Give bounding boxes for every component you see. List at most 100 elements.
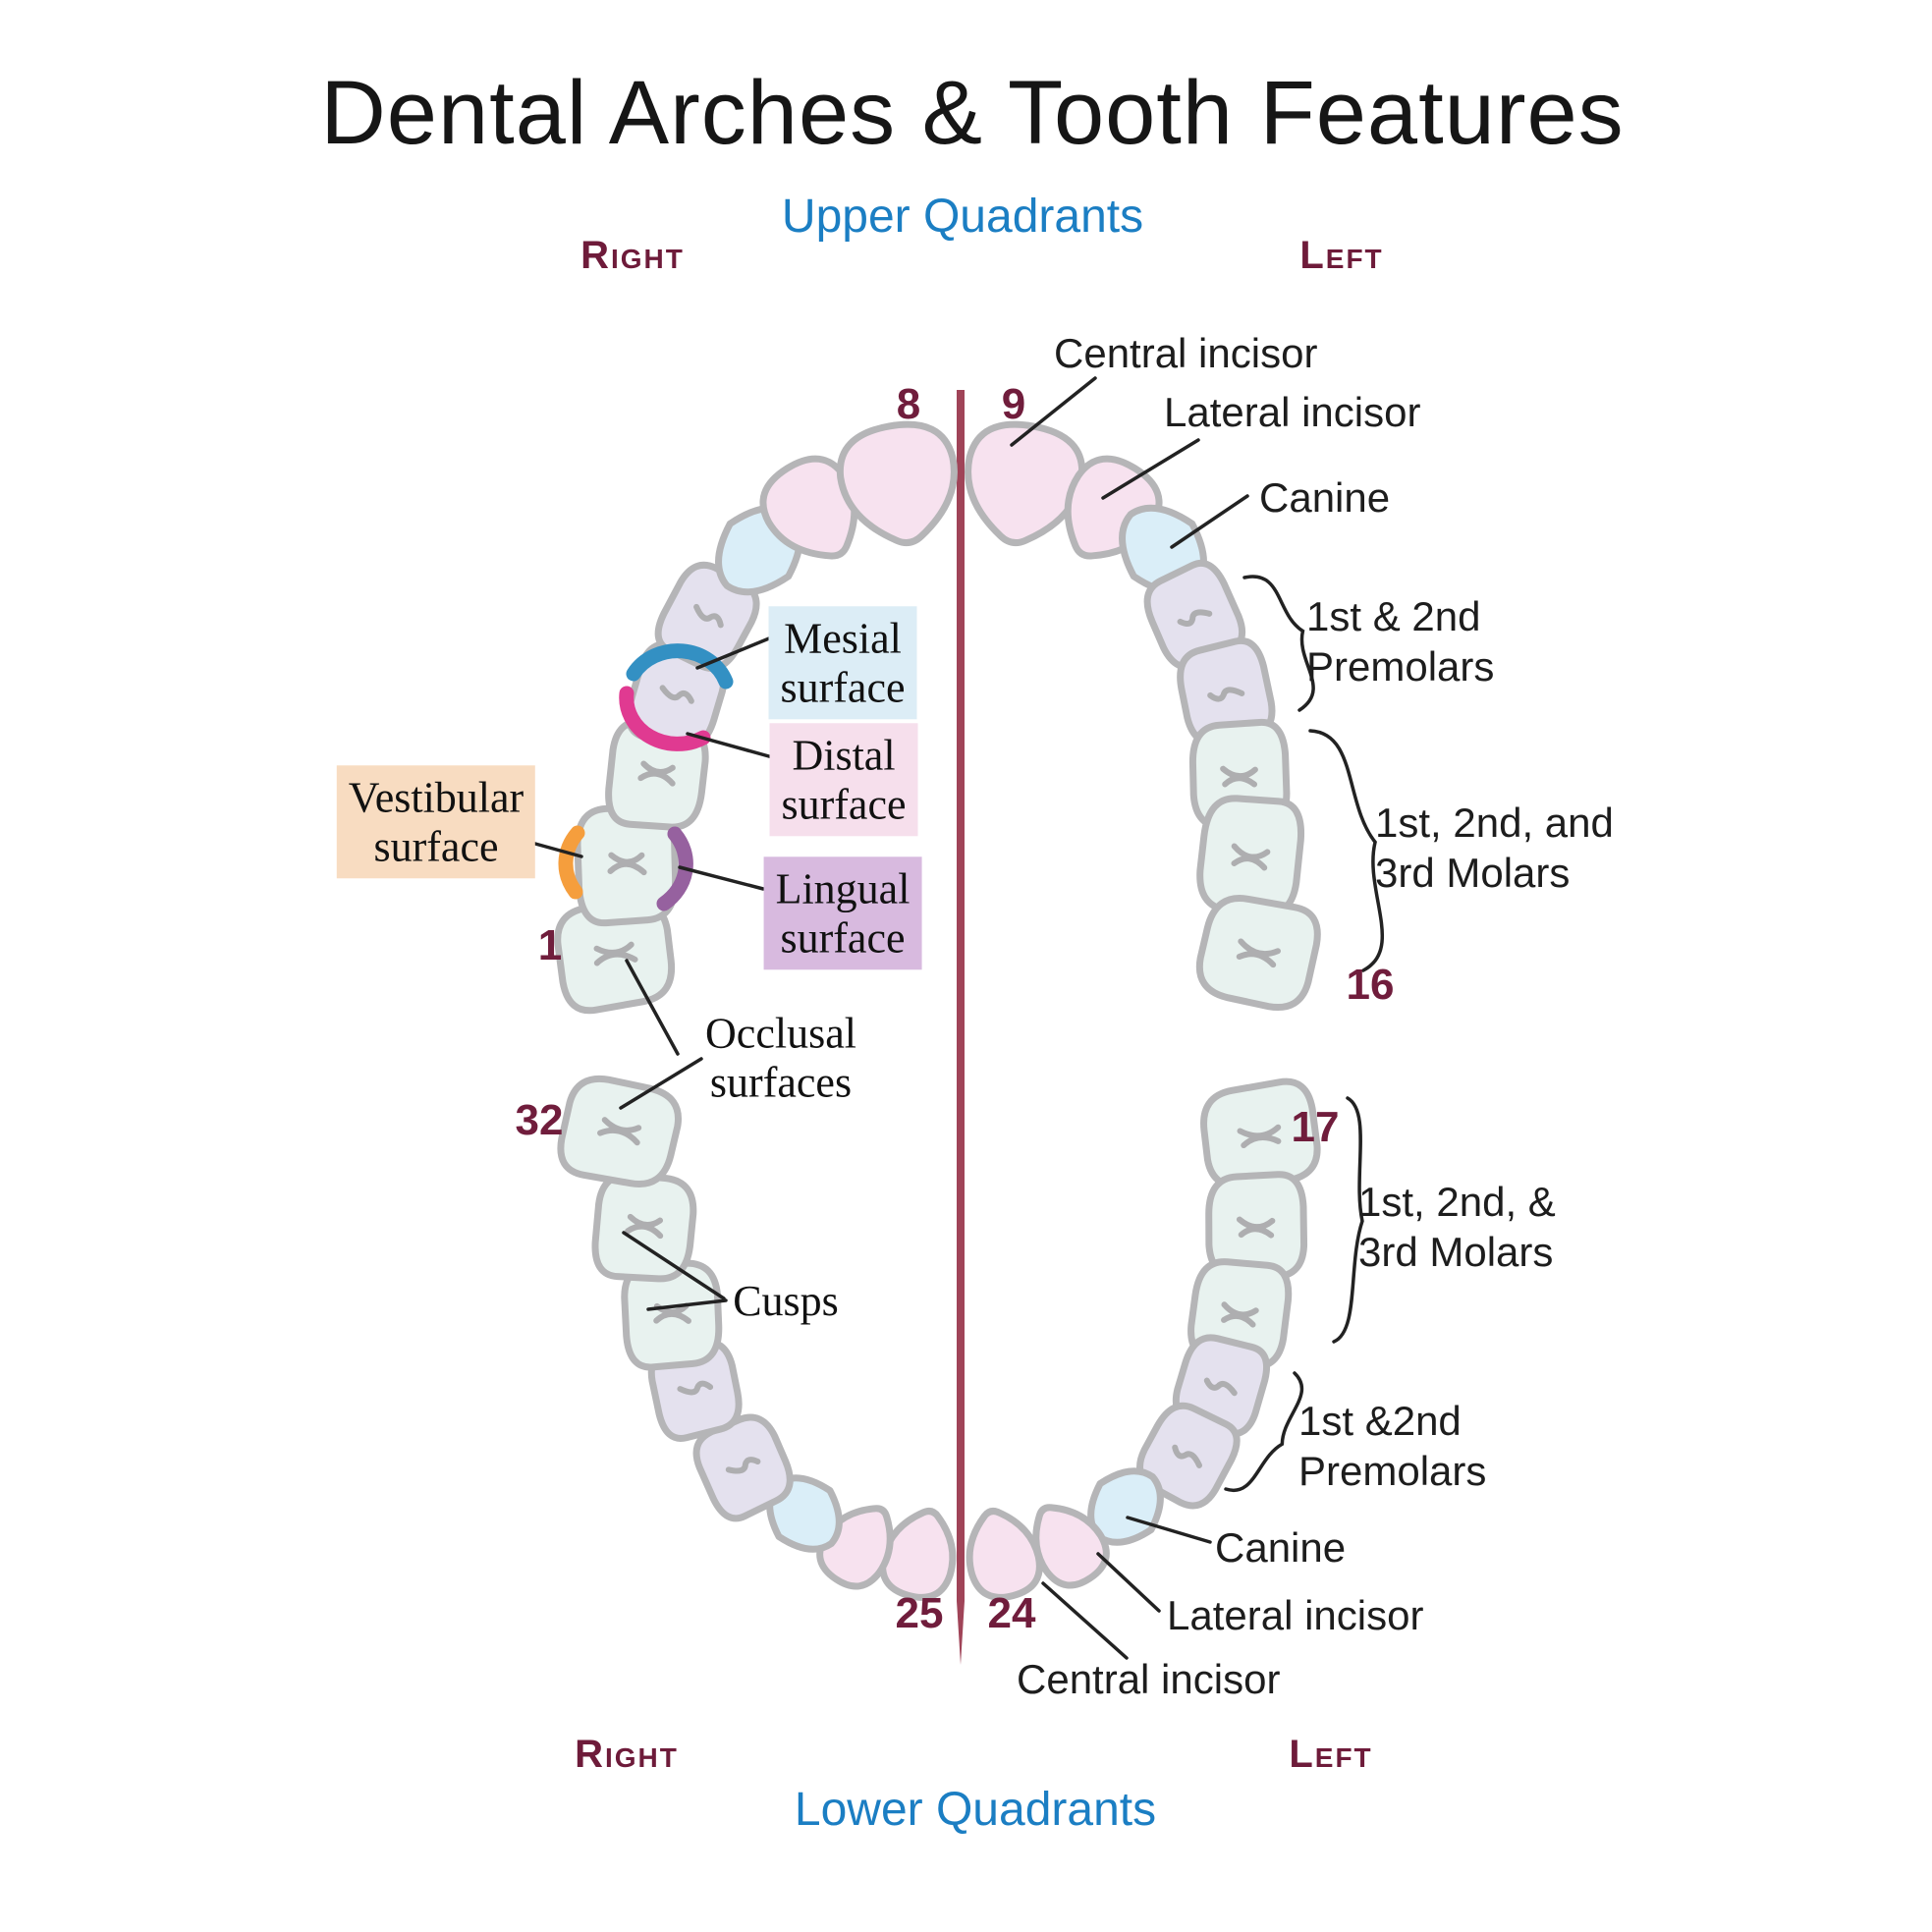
lateral-incisor-bottom-label: Lateral incisor xyxy=(1167,1592,1424,1638)
tooth-outline xyxy=(879,1508,957,1601)
tooth-32-molar xyxy=(557,1075,682,1188)
tooth-25-incisor xyxy=(879,1508,957,1601)
vestibular-surface-label: Vestibular surface xyxy=(336,765,536,879)
tooth-number-24: 24 xyxy=(987,1589,1036,1637)
upper-left-label: Left xyxy=(1299,234,1384,277)
vestibular-line2: surface xyxy=(373,822,499,870)
tooth-outline xyxy=(836,420,958,547)
occlusal-line2: surfaces xyxy=(709,1058,853,1106)
mesial-line xyxy=(695,636,771,670)
tooth-24-incisor xyxy=(966,1508,1043,1601)
upper-quadrants-label: Upper Quadrants xyxy=(781,191,1144,243)
occlusal-line-1 xyxy=(625,959,680,1056)
tooth-number-25: 25 xyxy=(895,1589,944,1637)
lingual-line1: Lingual xyxy=(775,864,911,913)
tooth-fissure-mark xyxy=(659,685,694,704)
tooth-fissure-mark xyxy=(1203,1377,1238,1397)
distal-surface-label: Distal surface xyxy=(769,723,918,837)
premolars-bottom-brace xyxy=(1224,1371,1304,1493)
lower-molars-label: 1st, 2nd, & 3rd Molars xyxy=(1358,1177,1556,1277)
mesial-surface-highlight xyxy=(626,643,734,690)
cusps-line-1 xyxy=(622,1231,726,1300)
lower-molars-line2: 3rd Molars xyxy=(1358,1229,1554,1275)
molars-top-brace xyxy=(1308,729,1385,972)
canine-bottom-label: Canine xyxy=(1215,1524,1347,1571)
tooth-fissure-mark xyxy=(1231,856,1268,871)
canine-top-label: Canine xyxy=(1259,474,1391,521)
upper-premolars-line2: Premolars xyxy=(1306,643,1495,690)
tooth-fissure-mark xyxy=(608,852,645,865)
tooth-number-8: 8 xyxy=(896,380,921,428)
cusps-label: Cusps xyxy=(733,1277,839,1326)
lower-left-label: Left xyxy=(1289,1733,1373,1776)
tooth-fissure-mark xyxy=(1236,951,1277,968)
upper-molars-line1: 1st, 2nd, and xyxy=(1375,800,1614,846)
lingual-surface-highlight xyxy=(656,826,693,911)
distal-line xyxy=(686,732,778,760)
tooth-31-molar xyxy=(591,1171,697,1283)
lingual-line2: surface xyxy=(780,913,906,962)
tooth-number-32: 32 xyxy=(515,1096,564,1144)
central-incisor-top-label: Central incisor xyxy=(1054,330,1318,376)
tooth-number-1: 1 xyxy=(537,921,563,969)
central-incisor-top-line xyxy=(1010,376,1097,447)
tooth-fissure-mark xyxy=(1207,687,1245,702)
vestibular-line1: Vestibular xyxy=(348,773,524,822)
canine-top-line xyxy=(1170,494,1249,549)
upper-right-label: Right xyxy=(580,234,685,277)
tooth-outline xyxy=(966,1508,1043,1601)
occlusal-line-2 xyxy=(619,1057,703,1110)
tooth-fissure-mark xyxy=(1221,1312,1256,1328)
lateral-incisor-bottom-line xyxy=(1096,1552,1161,1613)
central-incisor-bottom-line xyxy=(1041,1581,1129,1660)
tooth-16-molar xyxy=(1195,895,1321,1012)
tooth-fissure-mark xyxy=(1222,775,1258,788)
mesial-surface-label: Mesial surface xyxy=(768,606,917,720)
lower-quadrants-label: Lower Quadrants xyxy=(794,1784,1157,1836)
upper-premolars-label: 1st & 2nd Premolars xyxy=(1306,591,1494,691)
tooth-fissure-mark xyxy=(601,1117,642,1133)
cusps-line-2 xyxy=(646,1298,728,1311)
distal-surface-highlight xyxy=(619,686,711,751)
tooth-number-17: 17 xyxy=(1291,1103,1340,1151)
lower-molars-line1: 1st, 2nd, & xyxy=(1358,1179,1556,1225)
lateral-incisor-top-label: Lateral incisor xyxy=(1164,389,1421,435)
tooth-fissure-mark xyxy=(1172,1444,1202,1468)
distal-line1: Distal xyxy=(792,731,896,780)
tooth-28-premolar xyxy=(692,1413,794,1522)
upper-premolars-line1: 1st & 2nd xyxy=(1306,593,1481,639)
midline xyxy=(957,390,965,1665)
tooth-fissure-mark xyxy=(1177,609,1213,627)
tooth-fissure-mark xyxy=(593,941,635,956)
distal-line2: surface xyxy=(781,780,907,828)
tooth-fissure-mark xyxy=(725,1457,761,1474)
occlusal-line1: Occlusal xyxy=(705,1009,856,1058)
molars-bottom-brace xyxy=(1332,1096,1364,1344)
central-incisor-bottom-label: Central incisor xyxy=(1017,1656,1281,1702)
mesial-line1: Mesial xyxy=(784,614,902,663)
lower-right-label: Right xyxy=(575,1733,679,1776)
occlusal-surfaces-label: Occlusal surfaces xyxy=(705,1009,856,1106)
lower-premolars-label: 1st &2nd Premolars xyxy=(1298,1396,1486,1496)
tooth-fissure-mark xyxy=(627,1213,664,1229)
tooth-fissure-mark xyxy=(677,1380,714,1396)
lingual-line xyxy=(678,865,765,891)
tooth-fissure-mark xyxy=(1238,1226,1275,1239)
premolars-top-brace xyxy=(1242,575,1315,712)
lingual-surface-label: Lingual surface xyxy=(763,856,922,970)
tooth-fissure-mark xyxy=(640,760,676,776)
upper-molars-label: 1st, 2nd, and 3rd Molars xyxy=(1375,798,1614,898)
tooth-number-9: 9 xyxy=(1001,380,1026,428)
upper-molars-line2: 3rd Molars xyxy=(1375,850,1571,896)
lower-premolars-line2: Premolars xyxy=(1298,1448,1487,1494)
tooth-30-molar xyxy=(621,1259,723,1371)
mesial-line2: surface xyxy=(780,663,906,711)
tooth-fissure-mark xyxy=(1241,1133,1282,1149)
page-title: Dental Arches & Tooth Features xyxy=(320,63,1625,163)
tooth-number-16: 16 xyxy=(1346,961,1395,1009)
canine-bottom-line xyxy=(1126,1516,1212,1544)
tooth-fissure-mark xyxy=(693,603,724,629)
lateral-incisor-top-line xyxy=(1101,438,1200,500)
